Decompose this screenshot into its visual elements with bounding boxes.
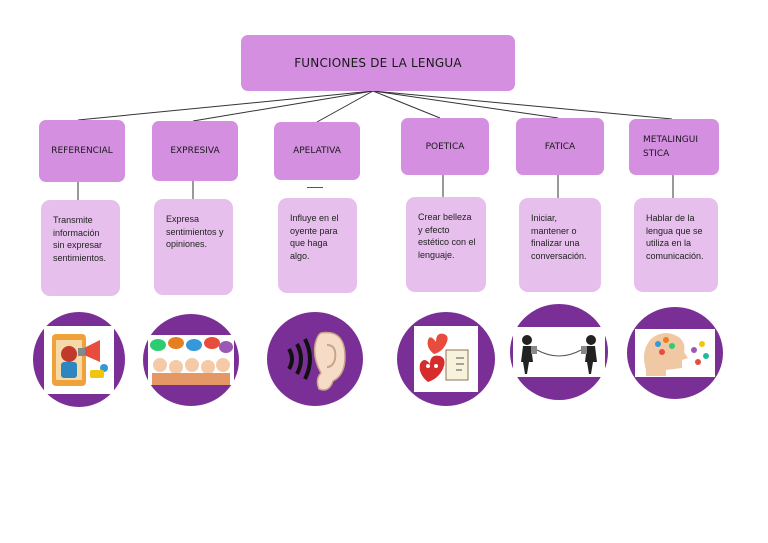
circle-referencial: [33, 312, 125, 407]
connector-expresiva: [192, 90, 374, 122]
category-fatica: FATICA: [516, 118, 604, 175]
diagram-title: FUNCIONES DE LA LENGUA: [241, 35, 515, 91]
category-referencial: REFERENCIAL: [39, 120, 125, 182]
category-metalinguistica: METALINGUISTICA: [629, 119, 719, 175]
description-expresiva: Expresa sentimientos y opiniones.: [154, 199, 233, 295]
category-expresiva: EXPRESIVA: [152, 121, 238, 181]
connector-referencial: [77, 90, 374, 121]
description-poetica: Crear belleza y efecto estético con el l…: [406, 197, 486, 292]
description-fatica: Iniciar, mantener o finalizar una conver…: [519, 198, 601, 292]
circle-apelativa: [267, 312, 363, 406]
description-referencial: Transmite información sin expresar senti…: [41, 200, 120, 296]
circle-metalinguistica: [627, 307, 723, 399]
circle-expresiva: [143, 314, 239, 406]
heart-poem-icon: [414, 326, 478, 392]
head-words-icon: [635, 329, 715, 377]
tin-can-phone-icon: [513, 327, 605, 377]
connector-metalinguistica: [372, 90, 673, 120]
description-apelativa: Influye en el oyente para que haga algo.: [278, 198, 357, 293]
connector-fatica: [372, 90, 559, 119]
ear-sound-icon: [287, 331, 346, 391]
people-speech-bubbles-icon: [148, 335, 234, 385]
circle-fatica: [510, 304, 608, 400]
category-poetica: POETICA: [401, 118, 489, 175]
category-metalinguistica-label: METALINGUISTICA: [643, 135, 699, 159]
divider-dash: [307, 187, 323, 188]
circle-poetica: [397, 312, 495, 406]
description-metalinguistica: Hablar de la lengua que se utiliza en la…: [634, 198, 718, 292]
connector-poetica: [372, 90, 441, 119]
megaphone-phone-icon: [44, 325, 114, 394]
connector-apelativa: [316, 90, 374, 123]
category-apelativa: APELATIVA: [274, 122, 360, 180]
